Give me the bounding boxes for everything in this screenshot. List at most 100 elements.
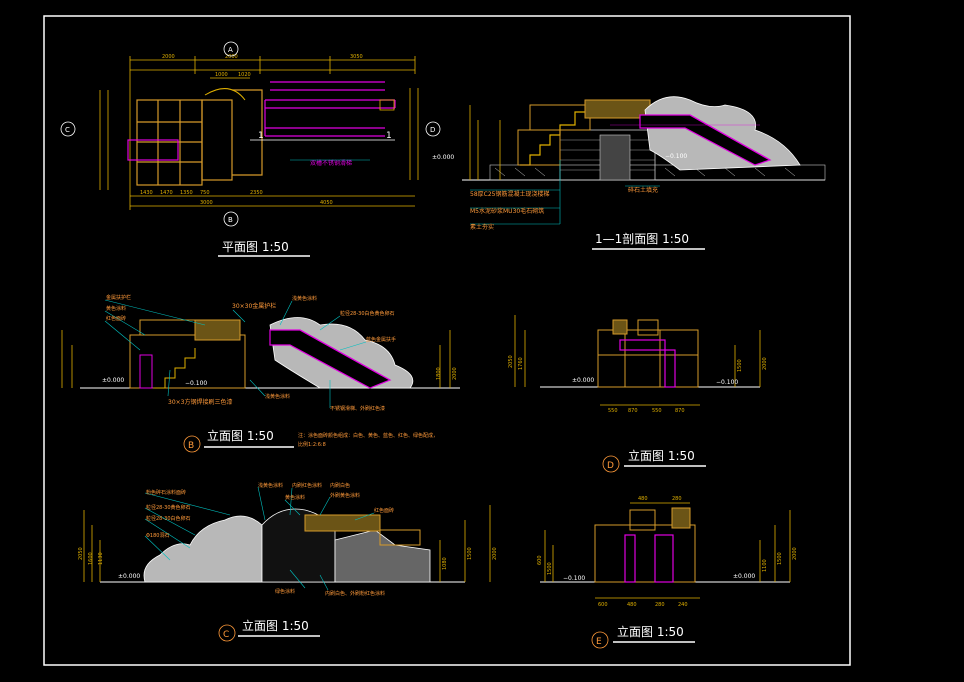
section-elev-right: −0.100: [665, 153, 687, 160]
elev-b-note-left-3: 红色面砖: [106, 315, 126, 322]
elev-b-note-left-1: 金属扶护栏: [106, 294, 131, 301]
section-view: ±0.000 −0.100 58厚C25钢筋混凝土现浇楼梯 M5水泥砂浆MU30…: [432, 96, 826, 250]
elev-b-dim-right-2: 2000: [452, 367, 458, 380]
plan-marker-top: A: [228, 46, 233, 54]
plan-dim-top-2: 2000: [225, 54, 238, 60]
elev-b-note-stone: 粒径28-30白色黄色卵石: [340, 310, 395, 317]
elev-c-dim-right-3: 2000: [492, 547, 498, 560]
elev-d-dim-bottom-1: 550: [608, 408, 618, 414]
elev-d-dim-bottom-2: 870: [628, 408, 638, 414]
elev-e-title: 立面图 1:50: [617, 624, 684, 639]
elev-c-dim-left-3: 1130: [98, 552, 104, 565]
elev-e-dim-right-1: 1100: [762, 559, 768, 572]
elev-e-dim-top-1: 480: [638, 496, 648, 502]
elev-b-note-ratio: 比例1:2:6:8: [298, 441, 326, 448]
plan-dim-total-1: 3000: [200, 200, 213, 206]
section-note-1: 58厚C25钢筋混凝土现浇楼梯: [470, 190, 549, 198]
elev-b-elev-right: −0.100: [185, 380, 207, 387]
elev-d-dim-left-2: 1760: [518, 357, 524, 370]
elev-c-title: 立面图 1:50: [242, 618, 309, 633]
elev-d-dim-right-2: 2000: [762, 357, 768, 370]
plan-title: 平面图 1:50: [222, 240, 289, 254]
elev-c-note-red: 内刷红色涂料: [292, 482, 322, 489]
elev-b-title: 立面图 1:50: [207, 428, 274, 443]
plan-dim-bottom-1: 1430: [140, 190, 153, 196]
elevation-c: 2050 1600 1130 1080 1500 2000 ±0.000 粉色碎…: [78, 482, 498, 642]
elev-d-elev-left: ±0.000: [572, 377, 594, 384]
elev-e-elev-left: −0.100: [563, 575, 585, 582]
elev-b-note-colors: 注：涂色面砖颜色组成：白色、黄色、蓝色、红色、绿色配成，: [298, 432, 438, 439]
plan-dim-total-2: 4050: [320, 200, 333, 206]
elev-d-elev-right: −0.100: [716, 379, 738, 386]
elev-e-dim-left-1: 600: [537, 555, 543, 565]
plan-marker-right: D: [430, 126, 435, 134]
elev-b-elev-left: ±0.000: [102, 377, 124, 384]
elev-c-note-yellow: 黄色涂料: [285, 494, 305, 501]
elev-c-dim-left-2: 1600: [88, 552, 94, 565]
plan-marker-bottom: B: [228, 216, 233, 224]
elevation-d: 2050 1760 1500 2000 550 870 550 870 ±0.0…: [508, 315, 768, 473]
elev-c-note-red-tile: 红色面砖: [374, 507, 394, 514]
elev-e-dim-right-3: 2000: [792, 547, 798, 560]
elev-d-marker-circle: [602, 455, 620, 473]
plan-dim-top-3: 3050: [350, 54, 363, 60]
elev-b-note-top: 30×30金属护栏: [232, 302, 276, 310]
plan-dim-bottom-2: 1470: [160, 190, 173, 196]
plan-view: 2000 2000 3050 1000 1020 1430 1470 1350 …: [60, 41, 441, 257]
elev-c-note-paint-top: 浅黄色涂料: [258, 482, 283, 489]
elev-c-marker-circle: [218, 624, 236, 642]
sheet-frame: [43, 15, 851, 666]
elev-c-note-2: 粒径28-30黄色卵石: [146, 504, 191, 511]
elev-c-note-in-a: 内刷白色: [330, 482, 350, 489]
elev-b-note-left-2: 黄色涂料: [106, 305, 126, 312]
plan-dim-bottom-3: 1350: [180, 190, 193, 196]
elev-b-note-rail: 蓝色金属扶手: [366, 336, 396, 343]
elev-e-dim-bottom-3: 280: [655, 602, 665, 608]
elev-e-dim-bottom-1: 600: [598, 602, 608, 608]
elev-e-marker-circle: [591, 631, 609, 649]
elev-e-dim-bottom-4: 240: [678, 602, 688, 608]
elev-b-note-paint: 浅黄色涂料: [292, 295, 317, 302]
section-fill-note: 碎石土填充: [628, 186, 658, 194]
section-elev-left: ±0.000: [432, 154, 454, 161]
elev-b-marker: B: [188, 441, 194, 451]
elev-c-dim-right-2: 1500: [467, 547, 473, 560]
plan-slide-note: 双槽不锈钢滑梯: [310, 159, 352, 167]
elev-e-dim-bottom-2: 480: [627, 602, 637, 608]
elev-d-dim-right-1: 1500: [737, 359, 743, 372]
plan-cut-2: 1: [258, 131, 264, 141]
elev-c-elev-left: ±0.000: [118, 573, 140, 580]
plan-dim-bottom-4: 750: [200, 190, 210, 196]
plan-cut-1: 1: [386, 131, 392, 141]
elev-c-dim-left-1: 2050: [78, 547, 84, 560]
elev-c-note-out-a: 外刷黄色涂料: [330, 492, 360, 499]
elev-d-dim-bottom-4: 870: [675, 408, 685, 414]
elev-c-dim-right-1: 1080: [442, 557, 448, 570]
section-note-2: M5水泥砂浆MU30毛石砌筑: [470, 207, 544, 215]
elev-e-dim-left-2: 1500: [547, 562, 553, 575]
elev-b-note-yellow: 浅黄色涂料: [265, 393, 290, 400]
plan-dim-bottom-5: 2350: [250, 190, 263, 196]
elev-c-note-bottom-b: 内刷白色、外刷粉红色涂料: [325, 590, 385, 597]
elev-b-note-slide: 不锈钢滑梯、外刷红色漆: [330, 405, 385, 412]
elev-e-marker: E: [596, 637, 602, 647]
elevation-e: 480 280 600 480 280 240 600 1500 1100 15…: [537, 496, 798, 649]
section-title: 1—1剖面图 1:50: [595, 232, 689, 246]
elev-b-dim-right-1: 1800: [436, 367, 442, 380]
elevation-b: 1800 2000 ±0.000 −0.100 金属扶护栏 黄色涂料 红色面砖 …: [61, 294, 460, 453]
elev-d-dim-bottom-3: 550: [652, 408, 662, 414]
elev-d-marker: D: [607, 461, 614, 471]
elev-c-note-bottom-a: 绿色涂料: [275, 588, 295, 595]
elev-d-title: 立面图 1:50: [628, 448, 695, 463]
elev-c-note-4: Φ180洞石: [146, 532, 169, 539]
elev-e-dim-top-2: 280: [672, 496, 682, 502]
plan-marker-left: C: [65, 126, 70, 134]
elev-e-dim-right-2: 1500: [777, 552, 783, 565]
elev-e-elev-right: ±0.000: [733, 573, 755, 580]
plan-dim-inner-1: 1000: [215, 72, 228, 78]
elev-b-note-steel: 30×3方钢焊接刷三色漆: [168, 398, 232, 406]
elev-c-note-1: 粉色碎石涂料面砖: [146, 489, 186, 496]
section-note-3: 素土夯实: [470, 223, 494, 231]
plan-dim-inner-2: 1020: [238, 72, 251, 78]
